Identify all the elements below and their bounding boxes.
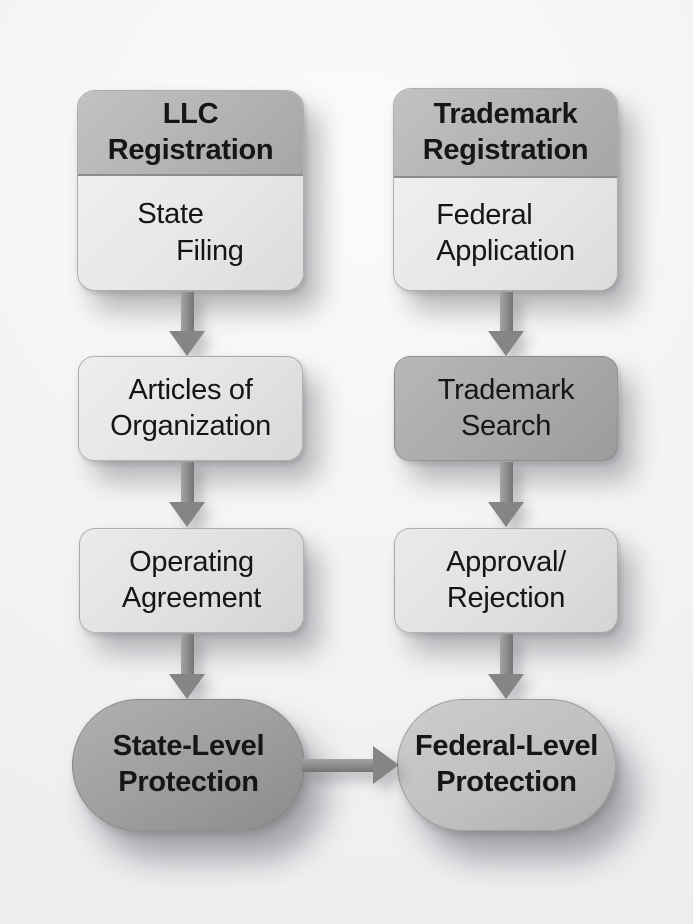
trademark-search-label: Trademark Search (437, 373, 575, 442)
llc-state-filing-section: State Filing (78, 176, 303, 290)
trademark-registration-box: Trademark Registration Federal Applicati… (393, 88, 618, 291)
arrow-down-icon (488, 292, 524, 356)
arrow-down-icon (488, 462, 524, 527)
llc-registration-box: LLC Registration State Filing (77, 90, 304, 291)
operating-agreement-label: Operating Agreement (121, 545, 262, 614)
federal-level-protection-label: Federal-Level Protection (414, 730, 599, 798)
state-level-protection-label: State-Level Protection (112, 730, 265, 798)
state-level-protection-pill: State-Level Protection (72, 699, 305, 831)
llc-registration-header: LLC Registration (78, 91, 303, 176)
trademark-registration-header: Trademark Registration (394, 89, 617, 178)
arrow-down-icon (169, 462, 205, 527)
federal-application-label: Federal Application (436, 199, 575, 267)
federal-application-section: Federal Application (394, 178, 617, 290)
state-filing-label: State Filing (137, 197, 244, 267)
trademark-search-box: Trademark Search (394, 356, 618, 461)
llc-registration-title: LLC Registration (107, 97, 274, 166)
arrow-down-icon (488, 634, 524, 699)
arrow-down-icon (169, 634, 205, 699)
approval-rejection-box: Approval/ Rejection (394, 528, 618, 633)
operating-agreement-box: Operating Agreement (79, 528, 304, 633)
trademark-registration-title: Trademark Registration (422, 97, 589, 166)
articles-of-organization-label: Articles of Organization (110, 373, 271, 442)
approval-rejection-label: Approval/ Rejection (446, 545, 566, 614)
federal-level-protection-pill: Federal-Level Protection (397, 699, 616, 831)
arrow-right-icon (302, 746, 399, 784)
articles-of-organization-box: Articles of Organization (78, 356, 303, 461)
arrow-down-icon (169, 292, 205, 356)
